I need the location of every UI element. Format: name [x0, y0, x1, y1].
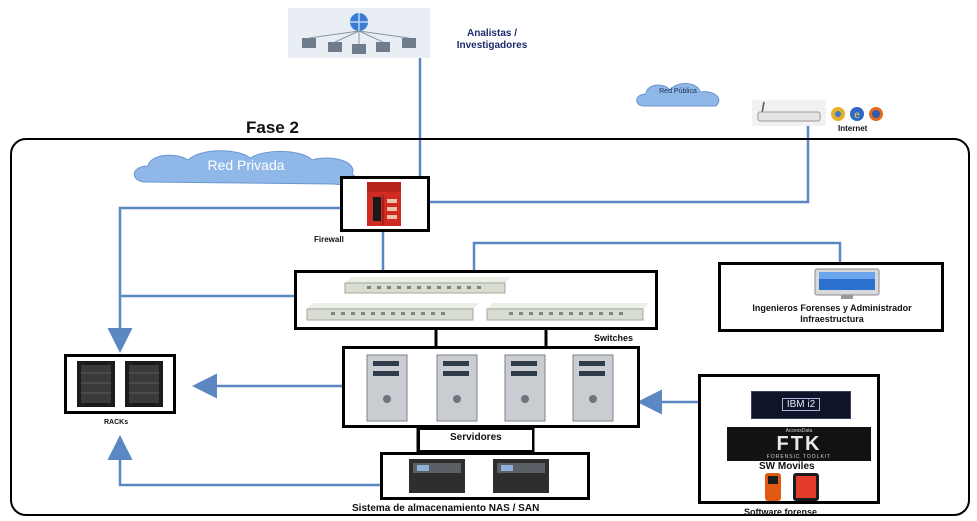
storage-label: Sistema de almacenamiento NAS / SAN — [352, 503, 540, 514]
mobile-phone-icons — [759, 471, 829, 503]
storage-icons — [409, 459, 549, 493]
ftk-logo: AccessData FTK FORENSIC TOOLKIT — [727, 427, 871, 461]
rack-icons — [77, 361, 163, 407]
storage-box — [380, 452, 590, 500]
browser-icons: e — [830, 106, 890, 122]
ibm-i2-label: IBM i2 — [781, 398, 821, 411]
servers-label: Servidores — [450, 432, 502, 443]
racks-box — [64, 354, 176, 414]
racks-label: RACKs — [104, 419, 129, 426]
router-icon — [752, 100, 826, 126]
private-network-cloud: Red Privada — [128, 148, 368, 188]
private-network-label: Red Privada — [207, 157, 285, 173]
switches-label: Switches — [594, 333, 634, 343]
software-box: IBM i2 AccessData FTK FORENSIC TOOLKIT S… — [698, 374, 880, 504]
ibm-i2-logo: IBM i2 — [751, 391, 851, 419]
public-network-cloud: Red Pública — [634, 80, 726, 112]
servers-label-box — [418, 428, 534, 452]
firewall-label: Firewall — [314, 235, 344, 244]
analysts-label: Analistas / Investigadores — [456, 28, 528, 51]
engineers-label: Ingenieros Forenses y Administrador Infr… — [752, 303, 912, 324]
ftk-label: FTK — [776, 433, 822, 455]
switch-icons — [306, 277, 649, 321]
mobile-sw-label: SW Moviles — [759, 461, 815, 472]
phase-frame — [10, 138, 970, 516]
engineers-box: Ingenieros Forenses y Administrador Infr… — [718, 262, 944, 332]
svg-text:e: e — [854, 110, 860, 121]
phase-title: Fase 2 — [246, 118, 299, 137]
switches-box — [294, 270, 658, 330]
server-icons — [366, 354, 614, 422]
servers-box — [342, 346, 640, 428]
software-label: Software forense — [744, 507, 818, 517]
analysts-network-icon — [288, 8, 430, 58]
ftk-top-text: AccessData — [785, 428, 813, 434]
monitor-icon — [814, 268, 880, 299]
ftk-bottom-text: FORENSIC TOOLKIT — [766, 454, 832, 460]
public-network-label: Red Pública — [659, 88, 697, 95]
firewall-icon — [367, 182, 401, 226]
firewall-box — [340, 176, 430, 232]
internet-label: Internet — [838, 124, 868, 133]
